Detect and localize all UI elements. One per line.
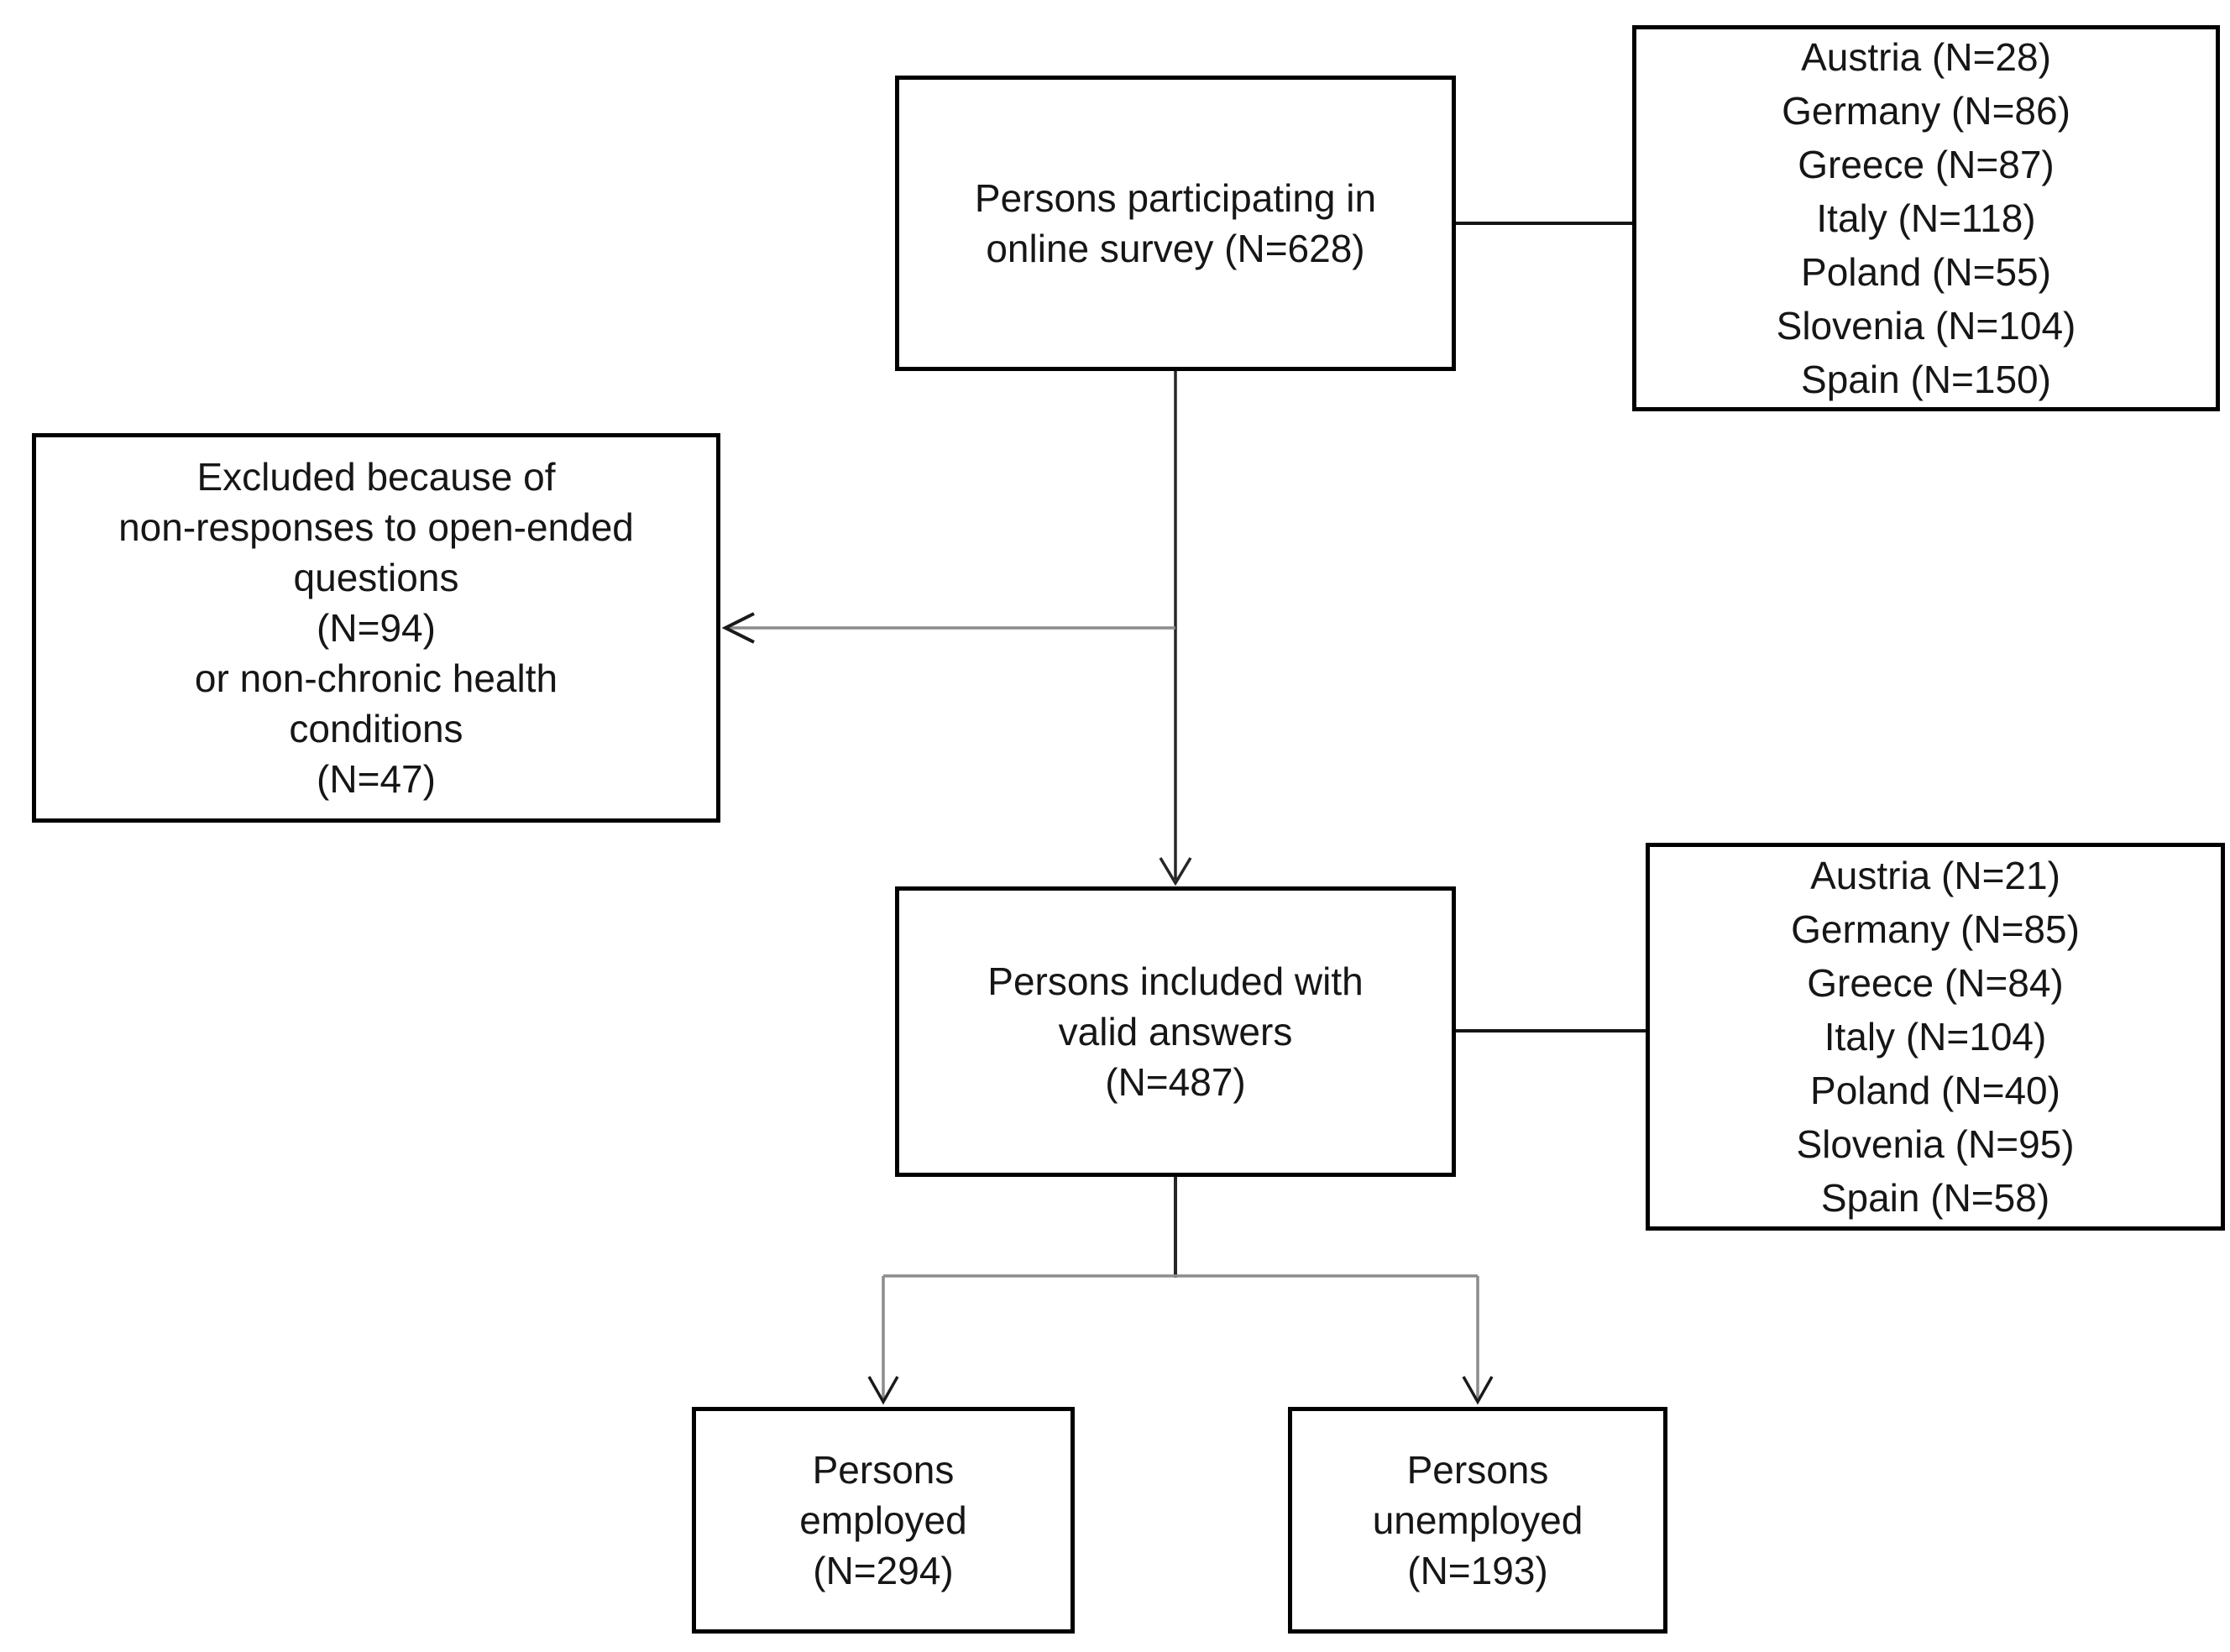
country-count-line: Spain (N=150) [1801,358,2051,401]
node-unemployed: Persons unemployed (N=193) [1288,1407,1667,1634]
node-participants: Persons participating in online survey (… [895,76,1456,371]
arrowhead-down-icon [867,1376,899,1405]
node-included: Persons included with valid answers (N=4… [895,886,1456,1177]
country-count-line: Austria (N=21) [1810,854,2060,897]
node-included-countries: Austria (N=21) Germany (N=85) Greece (N=… [1646,843,2225,1231]
country-count-line: Italy (N=104) [1824,1015,2047,1059]
country-count-line: Germany (N=85) [1791,907,2080,951]
country-count-line: Poland (N=55) [1801,250,2051,294]
country-count-line: Germany (N=86) [1782,89,2070,133]
country-count-line: Italy (N=118) [1816,196,2036,240]
node-excluded-line: (N=94) [317,606,436,650]
node-employed-line: employed [799,1498,967,1542]
node-employed-line: (N=294) [813,1549,954,1592]
arrowhead-left-icon [721,612,755,644]
node-excluded-line: conditions [289,707,463,750]
node-employed-line: Persons [812,1448,955,1492]
node-excluded-line: non-responses to open-ended [118,505,634,549]
country-count-line: Austria (N=28) [1801,35,2051,79]
node-participants-line: online survey (N=628) [986,227,1365,270]
connector-participants-excluded [721,612,1175,644]
connector-included-split [867,1177,1494,1405]
country-count-line: Greece (N=87) [1798,143,2055,186]
node-excluded: Excluded because of non-responses to ope… [32,433,720,823]
node-excluded-line: or non-chronic health [194,656,558,700]
country-count-line: Slovenia (N=95) [1796,1122,2075,1166]
node-unemployed-line: unemployed [1372,1498,1584,1542]
node-survey-countries: Austria (N=28) Germany (N=86) Greece (N=… [1632,25,2220,411]
node-participants-line: Persons participating in [974,176,1377,220]
node-unemployed-line: Persons [1406,1448,1549,1492]
connector-participants-included [1159,371,1192,886]
node-excluded-line: questions [293,556,459,599]
arrowhead-down-icon [1462,1376,1494,1405]
node-employed: Persons employed (N=294) [692,1407,1075,1634]
node-excluded-line: (N=47) [317,757,436,801]
country-count-line: Greece (N=84) [1807,961,2064,1005]
node-included-line: Persons included with [987,959,1364,1003]
node-excluded-line: Excluded because of [196,455,556,499]
country-count-line: Spain (N=58) [1820,1176,2050,1220]
country-count-line: Poland (N=40) [1810,1069,2060,1112]
country-count-line: Slovenia (N=104) [1776,304,2076,348]
node-unemployed-line: (N=193) [1407,1549,1548,1592]
arrowhead-down-icon [1159,857,1192,886]
node-included-line: valid answers [1058,1010,1293,1053]
node-included-line: (N=487) [1105,1060,1246,1104]
